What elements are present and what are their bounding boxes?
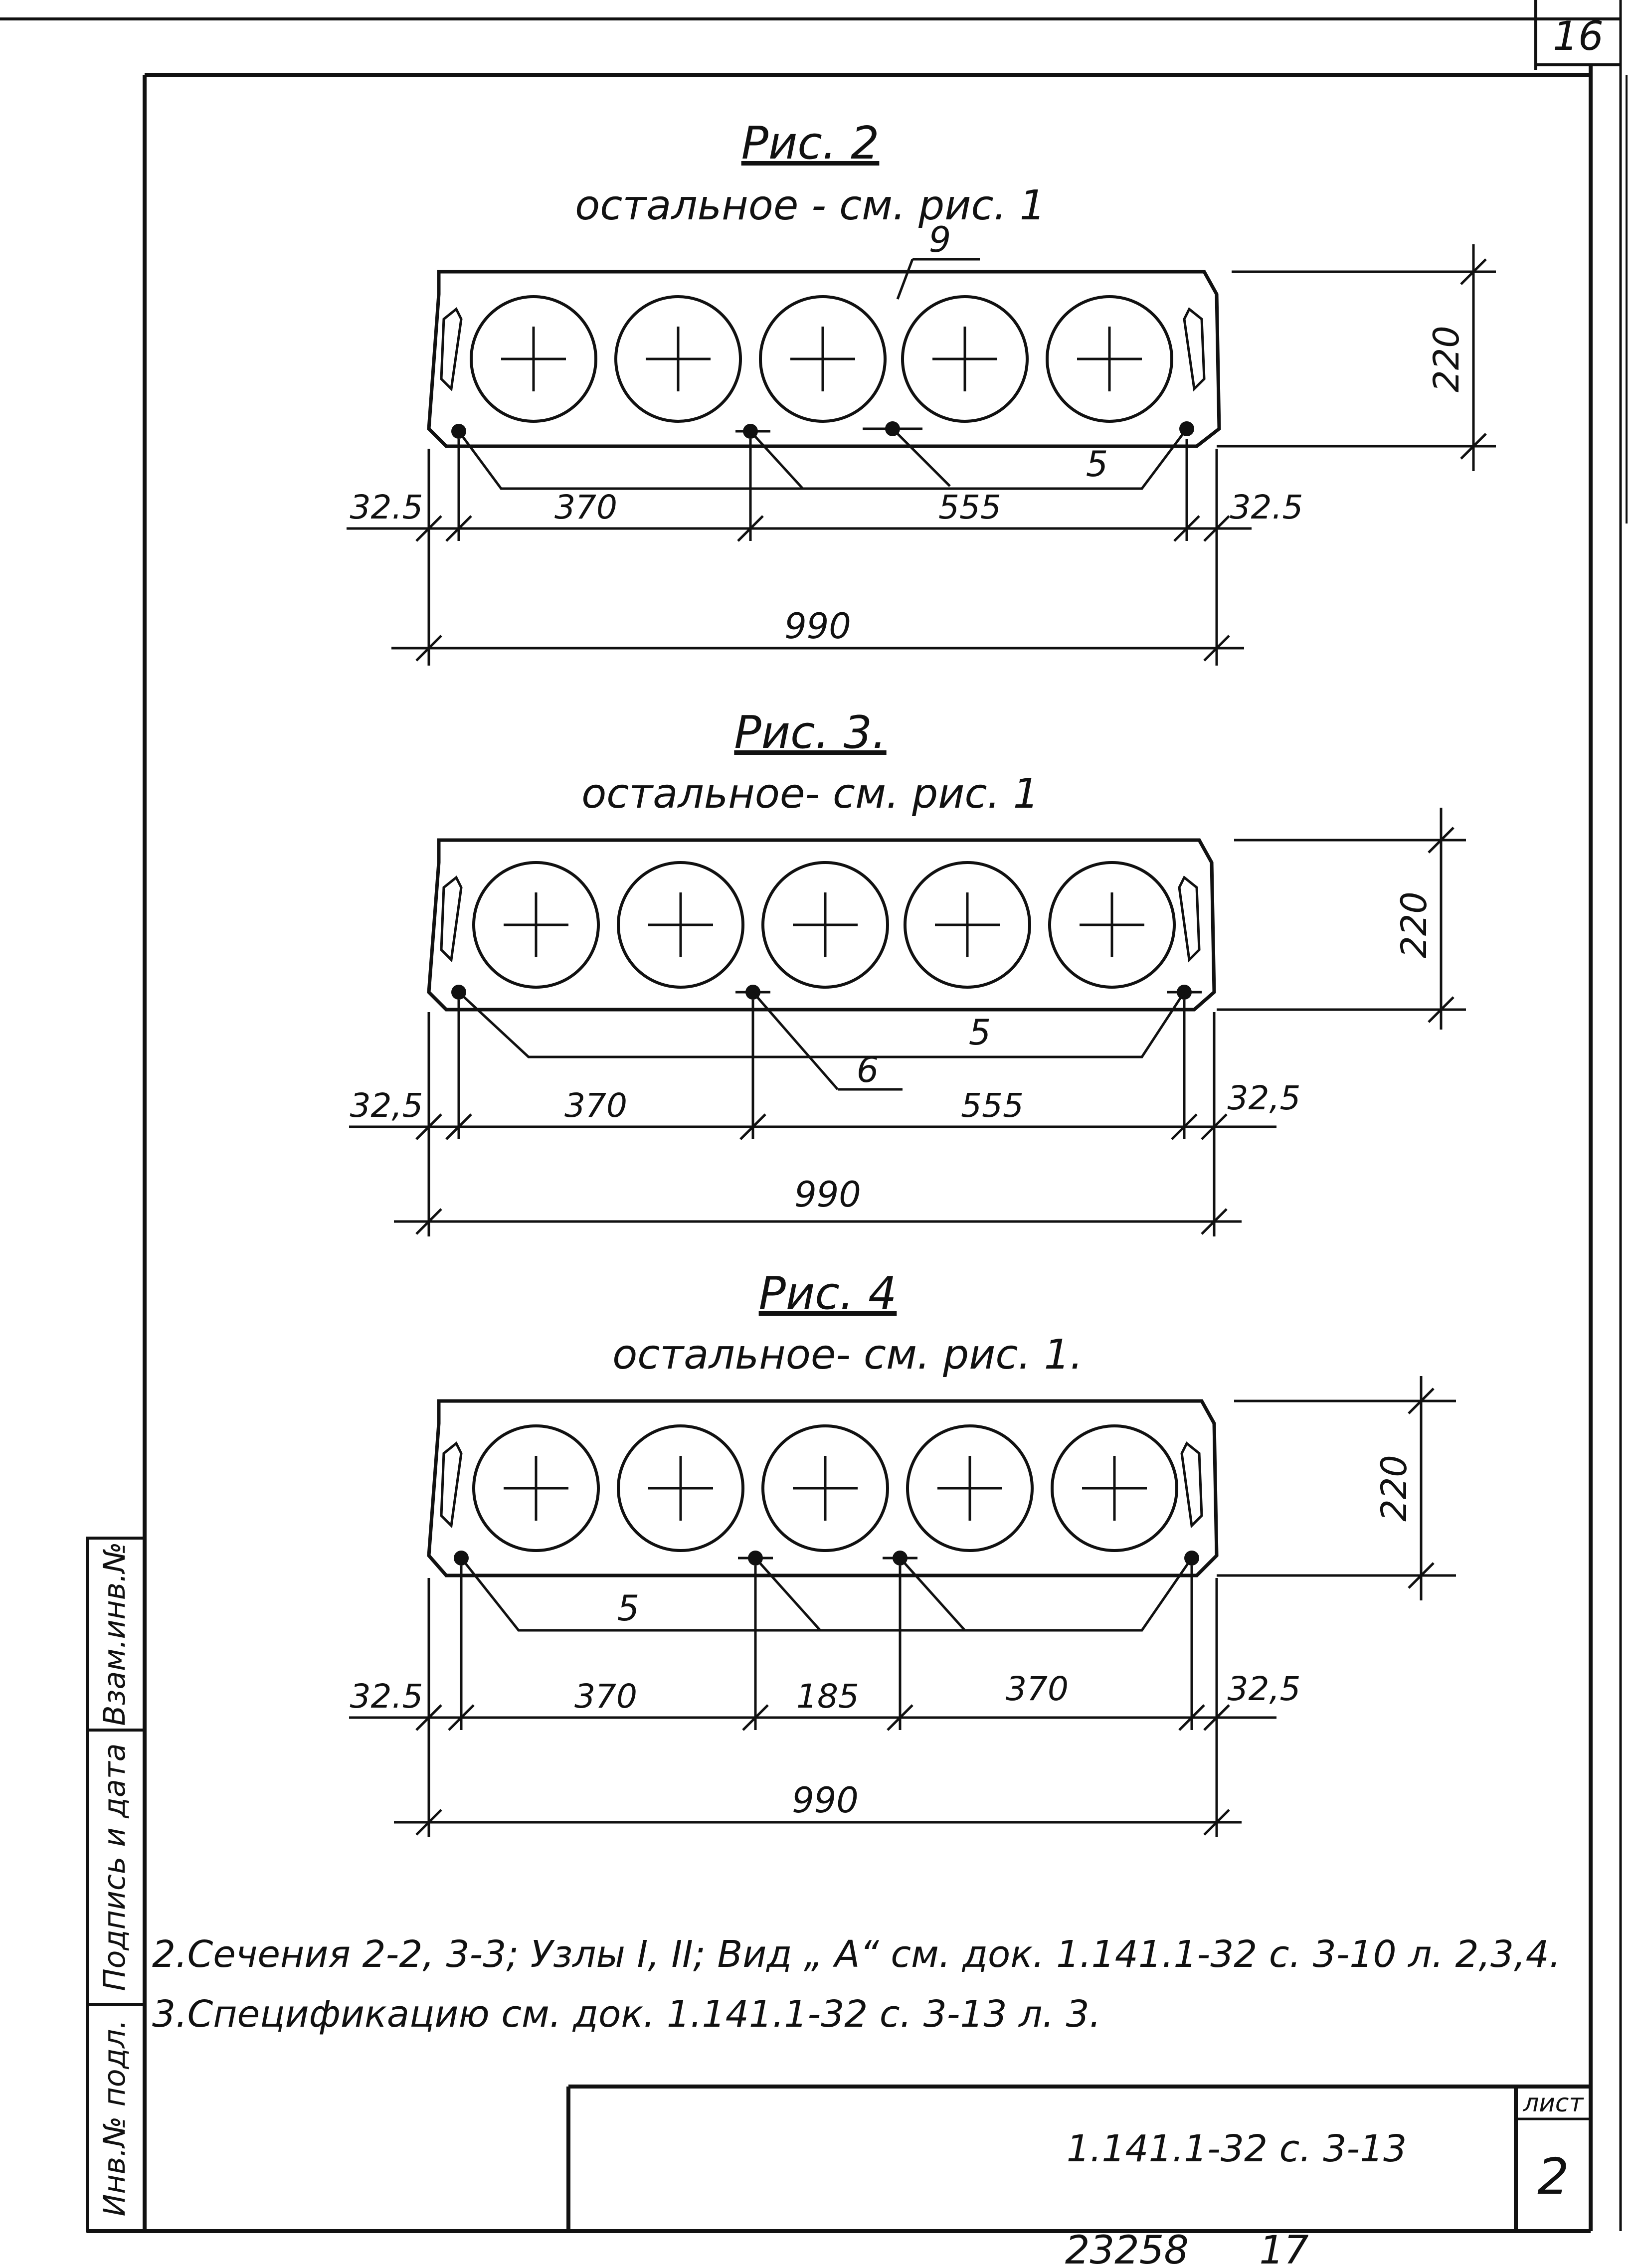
order-number: 23258 xyxy=(1065,2228,1189,2268)
dim-edge-left: 32.5 xyxy=(350,1677,423,1716)
sheet-number: 16 xyxy=(1553,13,1604,59)
note-2: 2.Сечения 2-2, 3-3; Узлы I, II; Вид „ A“… xyxy=(152,1933,1561,1976)
height-label: 220 xyxy=(1374,1455,1415,1522)
reinforcement-bars xyxy=(454,1551,1199,1632)
stamp-replacement-inv: Взам.инв.№ xyxy=(97,1542,132,1726)
bottom-dimensions xyxy=(347,439,1252,666)
dim-edge-right: 32,5 xyxy=(1228,1670,1301,1708)
stamp-signature-date: Подпись и дата xyxy=(97,1744,132,1991)
dim-seg-1: 370 xyxy=(564,1086,627,1125)
document-code: 1.141.1-32 с. 3-13 xyxy=(1067,2127,1407,2170)
stamp-original-inv: Инв.№ подл. xyxy=(97,2020,132,2217)
figure-3-title: Рис. 3. xyxy=(734,706,886,759)
bottom-dimensions xyxy=(349,1566,1276,1837)
dim-seg-2: 185 xyxy=(796,1677,859,1716)
dim-edge-right: 32,5 xyxy=(1228,1079,1301,1117)
figure-3: Рис. 3. остальное- см. рис. 1 xyxy=(349,706,1466,1236)
void-circles xyxy=(470,295,1173,423)
figure-2-subtitle: остальное - см. рис. 1 xyxy=(575,182,1046,229)
reinforcement-bars xyxy=(451,985,1202,1091)
height-dimension xyxy=(1217,244,1496,471)
slab-section xyxy=(427,838,1216,1012)
sheet-label: лист xyxy=(1522,2089,1584,2117)
figure-2: Рис. 2 остальное - см. рис. 1 xyxy=(347,117,1496,666)
sheet-value: 2 xyxy=(1537,2147,1569,2206)
dim-overall: 990 xyxy=(784,606,851,647)
dim-seg-2: 555 xyxy=(961,1086,1024,1125)
void-circles xyxy=(472,1424,1178,1552)
slab-section xyxy=(427,270,1221,448)
callout-5: 5 xyxy=(969,1012,991,1053)
dim-seg-1: 370 xyxy=(554,488,617,526)
dim-overall: 990 xyxy=(792,1780,859,1821)
void-circles xyxy=(472,861,1176,989)
dim-overall: 990 xyxy=(794,1174,861,1215)
reinforcement-bars xyxy=(451,258,1194,490)
dim-seg-2: 555 xyxy=(938,488,1001,526)
page-number: 17 xyxy=(1259,2228,1308,2268)
title-block: 1.141.1-32 с. 3-13 лист 2 xyxy=(566,2085,1591,2231)
figure-3-subtitle: остальное- см. рис. 1 xyxy=(581,770,1039,818)
callout-6: 6 xyxy=(857,1049,879,1090)
callout-5: 5 xyxy=(617,1588,640,1629)
dim-seg-3: 370 xyxy=(1006,1670,1069,1708)
height-dimension xyxy=(1217,808,1466,1030)
bottom-dimensions xyxy=(349,1000,1276,1236)
height-label: 220 xyxy=(1394,891,1435,958)
sheet-frame xyxy=(0,0,1628,2233)
side-stamp: Взам.инв.№ Подпись и дата Инв.№ подл. xyxy=(86,1537,146,2233)
height-dimension xyxy=(1217,1376,1456,1600)
notes: 2.Сечения 2-2, 3-3; Узлы I, II; Вид „ A“… xyxy=(152,1933,1561,2036)
figure-4: Рис. 4 остальное- см. рис. 1. xyxy=(349,1267,1456,1837)
slab-section xyxy=(427,1399,1219,1577)
figure-2-title: Рис. 2 xyxy=(741,117,880,170)
dim-edge-left: 32.5 xyxy=(350,488,423,526)
dim-edge-left: 32,5 xyxy=(350,1086,423,1125)
height-label: 220 xyxy=(1426,326,1467,392)
figure-4-title: Рис. 4 xyxy=(759,1267,897,1320)
figure-4-subtitle: остальное- см. рис. 1. xyxy=(612,1331,1083,1379)
dim-edge-right: 32.5 xyxy=(1230,488,1303,526)
dim-seg-1: 370 xyxy=(574,1677,637,1716)
note-3: 3.Спецификацию см. док. 1.141.1-32 с. 3-… xyxy=(152,1993,1101,2036)
callout-9: 9 xyxy=(929,219,951,260)
callout-5: 5 xyxy=(1086,444,1108,485)
